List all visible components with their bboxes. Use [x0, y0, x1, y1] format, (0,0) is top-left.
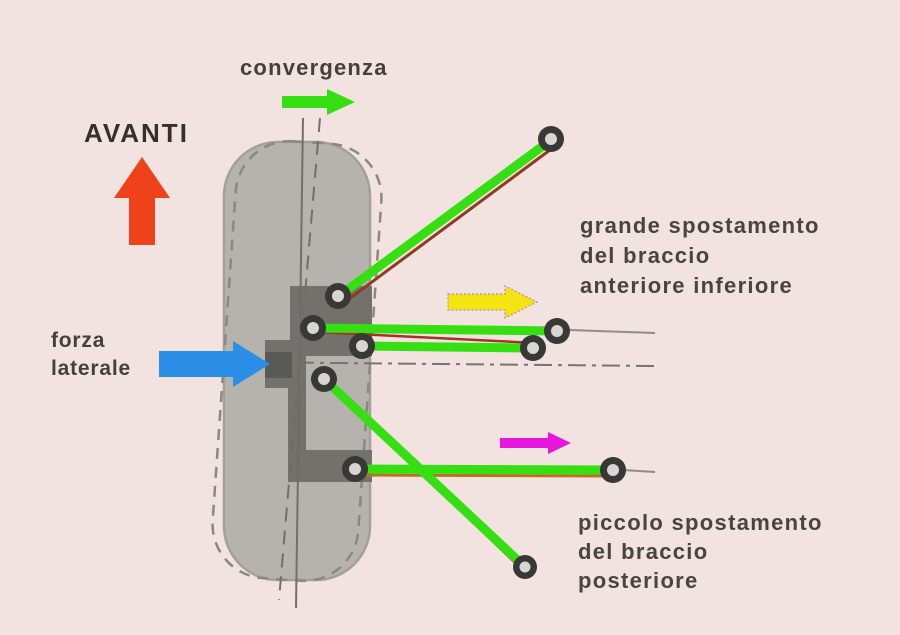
- label-piccolo-spostamento: piccolo spostamento del braccio posterio…: [578, 508, 823, 595]
- label-piccolo-line1: piccolo spostamento: [578, 510, 823, 535]
- pivot-joint: [311, 366, 337, 392]
- pivot-joint: [544, 318, 570, 344]
- arm-posterior-diagonal: [319, 374, 530, 572]
- label-convergenza-text: convergenza: [240, 55, 388, 80]
- label-forza-laterale: forza laterale: [51, 327, 131, 383]
- label-piccolo-line3: posteriore: [578, 568, 699, 593]
- hub-block: [265, 352, 292, 378]
- label-forza-line2: laterale: [51, 357, 131, 380]
- pivot-joint: [325, 283, 351, 309]
- reference-line-posterior: [622, 469, 656, 473]
- label-grande-spostamento: grande spostamento del braccio anteriore…: [580, 211, 820, 301]
- trace-lateral-arm: [315, 330, 537, 345]
- pivot-joint: [513, 555, 537, 579]
- trace-anterior-arm: [344, 145, 555, 304]
- pivot-joint: [538, 126, 564, 152]
- label-grande-line1: grande spostamento: [580, 213, 820, 238]
- pivot-joint: [349, 333, 375, 359]
- pivot-joint: [600, 457, 626, 483]
- pivot-joint: [300, 315, 326, 341]
- arm-lateral-upper: [309, 323, 562, 336]
- label-piccolo-line2: del braccio: [578, 539, 709, 564]
- label-grande-line3: anteriore inferiore: [580, 273, 793, 298]
- pivot-joint: [520, 335, 546, 361]
- label-forza-line1: forza: [51, 329, 106, 352]
- suspension-arms: [309, 135, 618, 572]
- posterior-displacement-arrow: [500, 432, 571, 454]
- label-avanti: AVANTI: [84, 118, 189, 149]
- steering-knuckle: [265, 286, 372, 482]
- arm-posterior: [350, 464, 618, 475]
- avanti-arrow: [114, 157, 170, 245]
- label-convergenza: convergenza: [240, 55, 388, 81]
- pivot-joint: [342, 456, 368, 482]
- forza-laterale-arrow: [159, 341, 270, 387]
- label-grande-line2: del braccio: [580, 243, 711, 268]
- convergenza-arrow: [282, 89, 355, 115]
- arm-lateral-lower: [357, 341, 538, 353]
- arm-anterior-inferior: [334, 135, 556, 301]
- pivot-joints: [300, 126, 626, 579]
- reference-line-anterior: [569, 329, 656, 334]
- anterior-displacement-arrow: [447, 285, 539, 319]
- label-avanti-text: AVANTI: [84, 118, 189, 148]
- trace-posterior-arm: [356, 473, 612, 478]
